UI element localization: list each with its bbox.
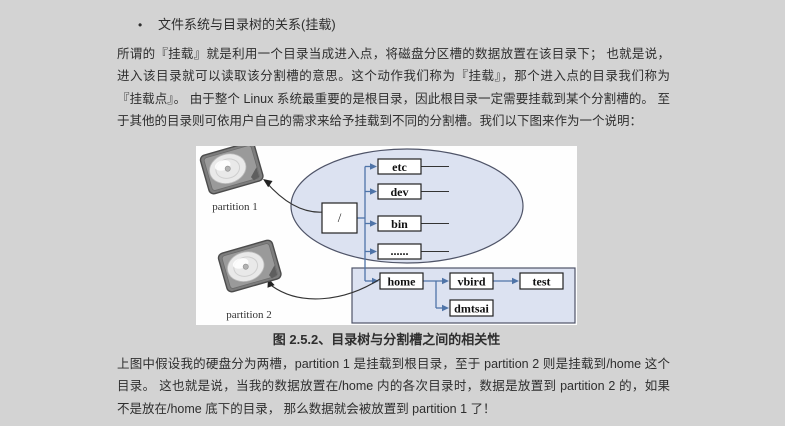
node-vbird-box: [449, 272, 494, 290]
figure-caption: 图 2.5.2、目录树与分割槽之间的相关性: [272, 332, 501, 347]
arrow-to-dmtsai-icon: [442, 304, 449, 312]
diagram-canvas: partition 1 partition 2 / etc dev bin ..…: [196, 141, 577, 325]
branch-tail-lines: [421, 165, 449, 253]
node-root-label: /: [338, 210, 342, 225]
directory-nodes: / etc dev bin ...... home vbird test: [321, 158, 564, 317]
node-test-box: [519, 272, 564, 290]
partition1-label: partition 1: [212, 201, 258, 213]
figure-mount-diagram: partition 1 partition 2 / etc dev bin ..…: [196, 141, 577, 348]
section-heading-text: 文件系统与目录树的关系(挂载): [158, 17, 336, 32]
tree-connectors: [357, 163, 519, 312]
mount-arrows: [263, 179, 381, 300]
partition2-label: partition 2: [226, 309, 272, 321]
node-home-label: home: [388, 275, 417, 289]
arrow-home-to-partition2: [271, 278, 381, 300]
node-root-box: [321, 202, 358, 234]
arrow-root-to-partition1: [265, 181, 325, 213]
node-bin-box: [377, 215, 422, 232]
node-vbird-label: vbird: [457, 275, 485, 289]
node-etc-label: etc: [392, 160, 407, 174]
node-dmtsai-box: [449, 299, 494, 317]
node-dots-label: ......: [391, 244, 409, 258]
arrow-to-vbird-icon: [442, 277, 449, 285]
node-etc-box: [377, 158, 422, 175]
paragraph-partition-explained: 上图中假设我的硬盘分为两槽，partition 1 是挂载到根目录，至于 par…: [117, 357, 670, 416]
node-dev-box: [377, 183, 422, 200]
bullet-marker: •: [138, 18, 143, 32]
arrow-to-bin-icon: [370, 220, 377, 227]
arrow-to-dots-icon: [370, 248, 377, 255]
hard-disk-2-icon: [217, 239, 282, 293]
node-dmtsai-label: dmtsai: [454, 302, 489, 316]
arrow-to-etc-icon: [370, 163, 377, 170]
node-home-box: [379, 272, 424, 290]
arrow-to-test-icon: [512, 277, 519, 285]
node-dots-box: [377, 243, 422, 260]
node-test-label: test: [533, 275, 551, 289]
arrow-to-dev-icon: [370, 188, 377, 195]
node-bin-label: bin: [391, 217, 408, 231]
arrowhead-partition1-icon: [263, 179, 273, 188]
node-dev-label: dev: [391, 185, 409, 199]
section-heading: • 文件系统与目录树的关系(挂载): [138, 14, 336, 33]
root-partition-region: [290, 148, 524, 264]
hard-disk-1-icon: [199, 141, 264, 195]
paragraph-mount-intro: 所谓的『挂载』就是利用一个目录当成进入点，将磁盘分区槽的数据放置在该目录下； 也…: [117, 47, 670, 129]
directory-tree-diagram: partition 1 partition 2 / etc dev bin ..…: [199, 141, 576, 324]
